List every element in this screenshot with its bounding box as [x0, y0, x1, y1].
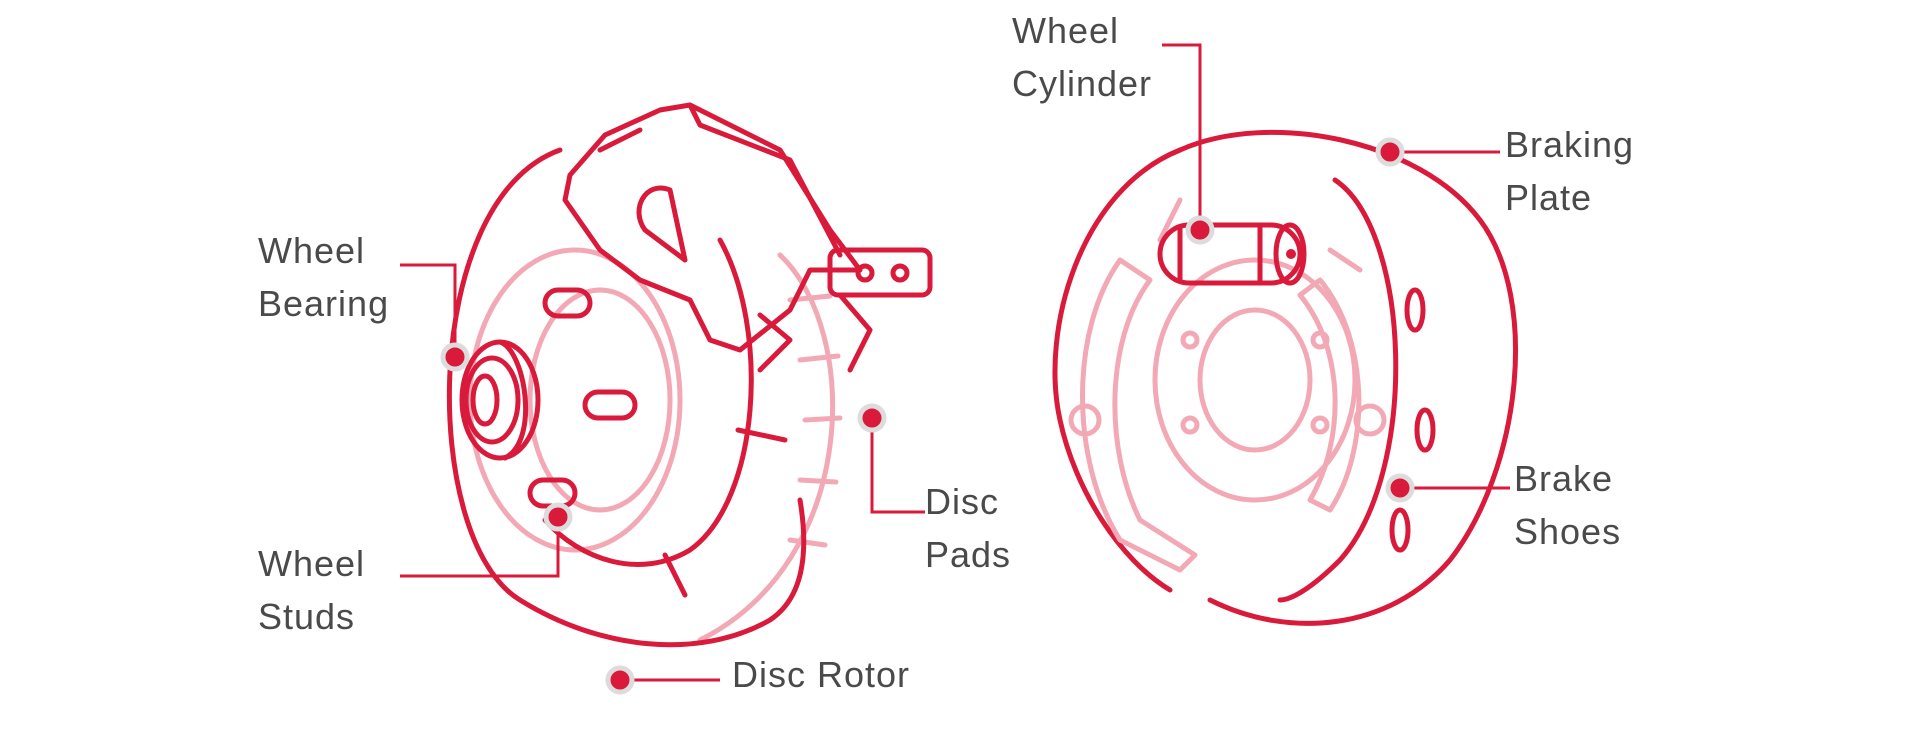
brake-caliper	[562, 102, 863, 353]
wheel-cylinder-label-line1: Wheel	[1012, 10, 1120, 51]
wheel-studs-label-line1: Wheel	[258, 543, 366, 584]
disc-rotor	[446, 147, 807, 648]
wheel-bearing-dot	[440, 342, 470, 372]
disc-pads-label-line2: Pads	[925, 534, 1012, 575]
braking-plate	[1177, 129, 1519, 626]
disc-rotor-label-line1: Disc Rotor	[732, 654, 911, 695]
wheel-stud	[582, 389, 638, 421]
braking-plate-dot	[1375, 137, 1405, 167]
wheel-bearing-label-line2: Bearing	[258, 283, 390, 324]
braking-plate-label-line1: Braking	[1505, 124, 1635, 165]
wheel-studs-dot	[543, 502, 573, 532]
brake-shoe	[1080, 257, 1198, 573]
wheel-stud	[542, 287, 593, 319]
drum-brake-illustration	[1052, 129, 1519, 626]
wheel-studs-label: Wheel Studs	[258, 537, 365, 643]
wheel-bearing-label-line1: Wheel	[258, 230, 366, 271]
callouts	[400, 43, 1510, 695]
brake-shoes-label-line1: Brake	[1514, 458, 1614, 499]
wheel-bearing-label: Wheel Bearing	[258, 224, 389, 330]
braking-plate-label-line2: Plate	[1505, 177, 1593, 218]
braking-plate-label: Braking Plate	[1505, 118, 1634, 224]
brake-shoes-dot	[1385, 473, 1415, 503]
disc-rotor-label: Disc Rotor	[732, 648, 910, 701]
disc-pads-dot	[857, 403, 887, 433]
wheel-cylinder	[1157, 222, 1303, 286]
wheel-cylinder-label-line2: Cylinder	[1012, 63, 1153, 104]
disc-brake-illustration	[446, 102, 933, 648]
disc-pad-bracket	[827, 247, 933, 298]
disc-rotor-dot	[605, 665, 635, 695]
brake-shoes-label-line2: Shoes	[1514, 511, 1622, 552]
wheel-studs-label-line2: Studs	[258, 596, 356, 637]
wheel-cylinder-dot	[1185, 215, 1215, 245]
disc-pads-label-line1: Disc	[925, 481, 999, 522]
disc-pads-label: Disc Pads	[925, 475, 1011, 581]
brake-shoes-label: Brake Shoes	[1514, 452, 1621, 558]
wheel-cylinder-label: Wheel Cylinder	[1012, 4, 1152, 110]
